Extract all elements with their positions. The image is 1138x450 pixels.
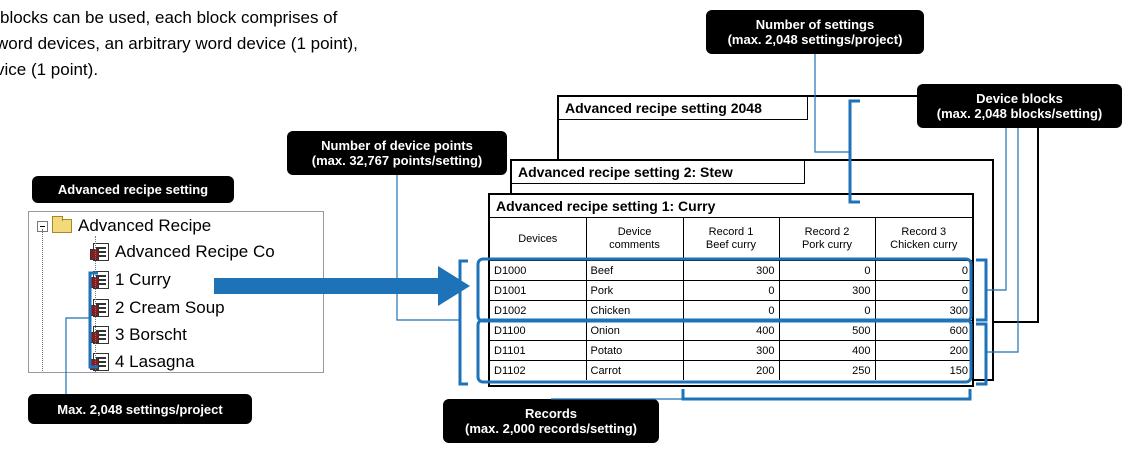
comment-cell: Carrot xyxy=(585,360,684,380)
comment-cell: Potato xyxy=(585,340,684,361)
folder-icon xyxy=(52,216,72,233)
callout-records-line2: (max. 2,000 records/setting) xyxy=(465,421,637,436)
column-header-line2: Beef curry xyxy=(705,239,757,251)
callout-number-of-settings-line2: (max. 2,048 settings/project) xyxy=(727,32,903,47)
tree-item-label: 3 Borscht xyxy=(115,325,187,344)
callout-device-points-line2: (max. 32,767 points/setting) xyxy=(311,153,483,168)
callout-device-blocks-line1: Device blocks xyxy=(976,91,1063,106)
tree-item-label: 2 Cream Soup xyxy=(115,298,225,317)
device-cell: D1001 xyxy=(490,280,587,301)
tree-root-label: Advanced Recipe xyxy=(78,216,212,235)
record-value-cell: 400 xyxy=(778,340,876,361)
intro-line-2: word devices, an arbitrary word device (… xyxy=(0,34,358,53)
record-value-cell: 400 xyxy=(682,320,780,341)
record-value-cell: 0 xyxy=(874,260,972,281)
device-cell: D1002 xyxy=(490,300,587,321)
tree-connector-line xyxy=(95,236,96,372)
sheet-title-1: Advanced recipe setting 1: Curry xyxy=(490,195,972,218)
callout-max-settings: Max. 2,048 settings/project xyxy=(28,394,252,424)
record-value-cell: 300 xyxy=(682,340,780,361)
column-header-line1: Devices xyxy=(518,232,558,245)
tree-item-label: 1 Curry xyxy=(115,270,171,289)
tree-item-setting[interactable]: 1 Curry xyxy=(90,270,171,290)
tree-root[interactable]: Advanced Recipe xyxy=(37,216,211,236)
tree-connector-line xyxy=(42,229,43,372)
device-points-leader xyxy=(396,175,460,321)
comment-cell: Onion xyxy=(585,320,684,341)
device-points-bracket xyxy=(458,259,468,386)
device-cell: D1000 xyxy=(490,260,587,281)
record-value-cell: 200 xyxy=(682,360,780,380)
column-header-line2: Chicken curry xyxy=(890,239,958,251)
record-value-cell: 300 xyxy=(778,280,876,301)
callout-max-settings-text: Max. 2,048 settings/project xyxy=(57,401,223,417)
column-header-line1: Record 2 xyxy=(804,226,850,238)
comment-cell: Beef xyxy=(585,260,684,281)
comment-cell: Chicken xyxy=(585,300,684,321)
comment-cell: Pork xyxy=(585,280,684,301)
column-header-line1: Device xyxy=(617,226,652,238)
record-value-cell: 200 xyxy=(874,340,972,361)
record-value-cell: 600 xyxy=(874,320,972,341)
callout-number-of-settings: Number of settings (max. 2,048 settings/… xyxy=(706,10,924,54)
tree-item-setting[interactable]: 4 Lasagna xyxy=(90,352,195,372)
sheet-setting-1: Advanced recipe setting 1: Curry Devices… xyxy=(488,193,974,387)
tree-item-setting[interactable]: 2 Cream Soup xyxy=(90,298,225,318)
project-tree: Advanced Recipe Advanced Recipe Co 1 Curr… xyxy=(28,211,324,373)
record-value-cell: 500 xyxy=(778,320,876,341)
callout-device-blocks-line2: (max. 2,048 blocks/setting) xyxy=(936,106,1103,121)
callout-records-line1: Records xyxy=(524,406,578,421)
record-value-cell: 300 xyxy=(682,260,780,281)
sheet-title-2: Advanced recipe setting 2: Stew xyxy=(512,161,805,184)
tree-item-setting[interactable]: 3 Borscht xyxy=(90,325,187,345)
column-header-line1: Record 3 xyxy=(901,226,947,238)
record-value-cell: 0 xyxy=(682,300,780,321)
record-value-cell: 0 xyxy=(682,280,780,301)
record-value-cell: 0 xyxy=(778,260,876,281)
record-value-cell: 0 xyxy=(874,280,972,301)
tree-item-label: 4 Lasagna xyxy=(115,352,195,371)
callout-device-blocks: Device blocks (max. 2,048 blocks/setting… xyxy=(917,84,1122,128)
sheet-title-2048: Advanced recipe setting 2048 xyxy=(559,97,808,120)
column-header: Devices xyxy=(490,218,587,261)
recipe-document-icon xyxy=(90,243,109,261)
tree-item-advanced-recipe-config[interactable]: Advanced Recipe Co xyxy=(90,242,275,262)
device-cell: D1101 xyxy=(490,340,587,361)
column-header-line1: Record 1 xyxy=(708,226,754,238)
device-cell: D1100 xyxy=(490,320,587,341)
records-bracket xyxy=(681,389,972,401)
record-value-cell: 300 xyxy=(874,300,972,321)
callout-records: Records (max. 2,000 records/setting) xyxy=(443,399,659,443)
tree-item-label: Advanced Recipe Co xyxy=(115,242,275,261)
callout-device-points: Number of device points (max. 32,767 poi… xyxy=(287,131,507,175)
record-value-cell: 250 xyxy=(778,360,876,380)
column-header-line2: comments xyxy=(609,239,660,251)
callout-device-points-line1: Number of device points xyxy=(321,138,473,153)
record-value-cell: 150 xyxy=(874,360,972,380)
intro-line-1: blocks can be used, each block comprises… xyxy=(0,8,338,27)
record-value-cell: 0 xyxy=(778,300,876,321)
callout-number-of-settings-line1: Number of settings xyxy=(755,17,875,32)
intro-line-3: vice (1 point). xyxy=(0,60,99,79)
column-header-line2: Pork curry xyxy=(801,239,853,251)
callout-advanced-recipe-setting: Advanced recipe setting xyxy=(32,176,234,203)
callout-advanced-recipe-setting-text: Advanced recipe setting xyxy=(57,182,209,197)
device-cell: D1102 xyxy=(490,360,587,380)
